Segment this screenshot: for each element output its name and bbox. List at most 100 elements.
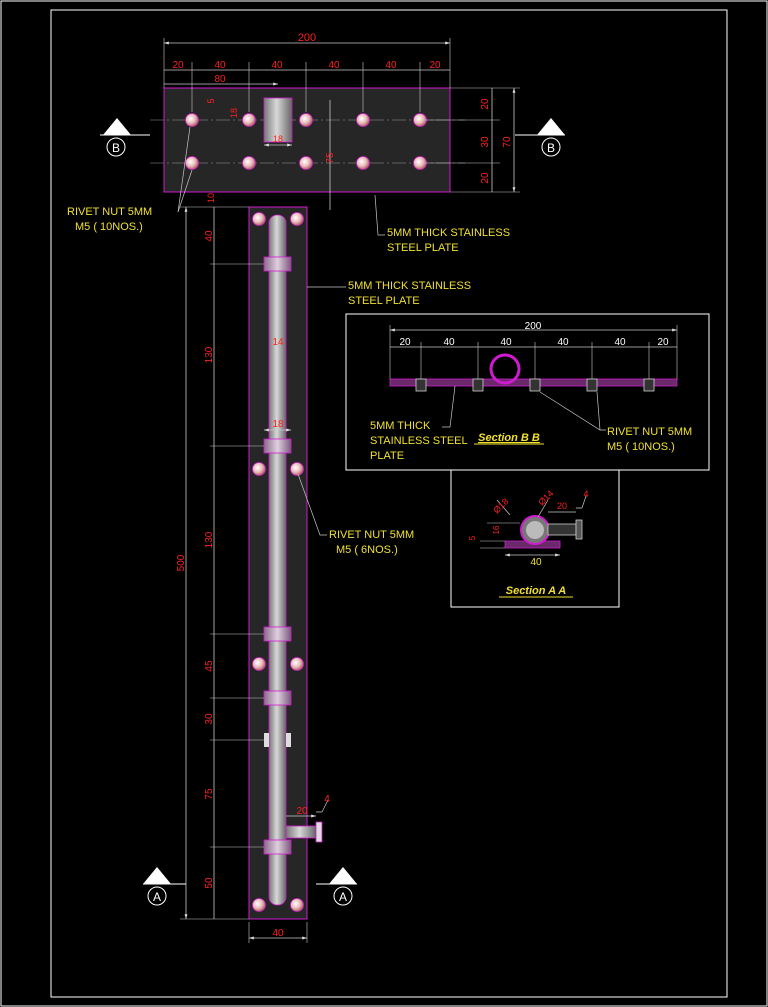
dim-20: 20 bbox=[480, 172, 491, 184]
rivet-label: M5 ( 10NOS.) bbox=[75, 221, 143, 233]
marker-label: B bbox=[547, 141, 555, 155]
rivet-nut-icon bbox=[356, 156, 370, 170]
dim-5: 5 bbox=[206, 98, 216, 103]
rivet-nut-icon bbox=[242, 156, 256, 170]
dim-40: 40 bbox=[271, 60, 283, 71]
rivet-nut-icon bbox=[290, 462, 304, 476]
rivet-nut-icon bbox=[290, 898, 304, 912]
dim-75: 75 bbox=[204, 788, 215, 800]
dim-16: 16 bbox=[492, 525, 501, 534]
dim-30: 30 bbox=[480, 136, 491, 148]
rivet-nut-icon bbox=[356, 113, 370, 127]
dim-40: 40 bbox=[500, 337, 512, 348]
rivet-nut-icon bbox=[586, 378, 598, 392]
dim-18-vertical: 18 bbox=[229, 108, 239, 118]
rivet-nut-icon bbox=[252, 212, 266, 226]
section-marker-b-right: B bbox=[515, 118, 565, 157]
bolt bbox=[547, 523, 577, 536]
plate-label: STAINLESS STEEL bbox=[370, 435, 468, 447]
section-a-a: Ø18 Ø14 20 4 16 5 40 Section A A bbox=[450, 469, 620, 608]
rod-collar bbox=[263, 839, 292, 855]
rod-assembly: 40 130 130 45 30 75 50 500 14 18 20 4 40… bbox=[143, 206, 471, 943]
rod-collar bbox=[263, 626, 292, 642]
dim-500: 500 bbox=[176, 554, 187, 571]
section-a-frame bbox=[450, 469, 620, 608]
inner-frame bbox=[50, 9, 728, 998]
rivet-nut-icon bbox=[529, 378, 541, 392]
rivet-nut-icon bbox=[242, 113, 256, 127]
dim-130: 130 bbox=[204, 346, 215, 363]
dim-4: 4 bbox=[583, 489, 588, 499]
rod-collar bbox=[263, 256, 292, 272]
dim-20: 20 bbox=[429, 60, 441, 71]
dim-45: 45 bbox=[204, 660, 215, 672]
rod-section bbox=[526, 521, 544, 539]
section-b-title: Section B B bbox=[478, 432, 540, 444]
rivet-nut-icon bbox=[643, 378, 655, 392]
dim-20: 20 bbox=[657, 337, 669, 348]
rivet-nut-icon bbox=[299, 156, 313, 170]
rivet-nut-icon bbox=[252, 898, 266, 912]
section-marker-b-left: B bbox=[100, 118, 150, 157]
marker-label: B bbox=[112, 141, 120, 155]
dim-40: 40 bbox=[385, 60, 397, 71]
dim-50: 50 bbox=[204, 877, 215, 889]
dim-40: 40 bbox=[272, 928, 284, 939]
rod-collar bbox=[263, 690, 292, 706]
rivet-nut-icon bbox=[290, 657, 304, 671]
dim-5: 5 bbox=[468, 535, 477, 540]
marker-label: A bbox=[153, 890, 161, 904]
dim-70: 70 bbox=[502, 136, 513, 148]
dim-40: 40 bbox=[443, 337, 455, 348]
section-b-b: 200 20 40 40 40 40 20 5MM THICK STAINLES… bbox=[345, 313, 710, 471]
section-a-title: Section A A bbox=[506, 585, 567, 597]
section-marker-a-left: A bbox=[143, 867, 186, 906]
dim-overall-width: 200 bbox=[298, 32, 316, 44]
dim-20: 20 bbox=[399, 337, 411, 348]
rivet-nut-icon bbox=[185, 156, 199, 170]
dim-20: 20 bbox=[172, 60, 184, 71]
rod-collar bbox=[263, 438, 292, 454]
rivet-nut-icon bbox=[472, 378, 484, 392]
top-plate bbox=[163, 87, 451, 193]
clip bbox=[264, 733, 269, 747]
rivet-label: M5 ( 10NOS.) bbox=[607, 441, 675, 453]
dim-200: 200 bbox=[525, 321, 542, 332]
plate-label: PLATE bbox=[370, 450, 404, 462]
handle-knob bbox=[315, 821, 323, 843]
dim-4: 4 bbox=[324, 794, 330, 805]
rivet-nut-icon bbox=[252, 462, 266, 476]
dim-18-horizontal: 18 bbox=[273, 134, 283, 144]
rivet-label: RIVET NUT 5MM bbox=[607, 426, 692, 438]
dim-20: 20 bbox=[296, 806, 308, 817]
plate-label: STEEL PLATE bbox=[348, 295, 420, 307]
dim-18: 18 bbox=[272, 419, 284, 430]
rivet-label: RIVET NUT 5MM bbox=[67, 206, 152, 218]
pipe-stub bbox=[263, 97, 293, 143]
rivet-nut-icon bbox=[290, 212, 304, 226]
dim-130: 130 bbox=[204, 531, 215, 548]
plate-label: STEEL PLATE bbox=[387, 242, 459, 254]
rivet-nut-icon bbox=[185, 113, 199, 127]
handle bbox=[285, 825, 317, 839]
dim-14: 14 bbox=[272, 337, 284, 348]
dim-40: 40 bbox=[614, 337, 626, 348]
rivet-nut-icon bbox=[415, 378, 427, 392]
rod bbox=[268, 214, 287, 906]
plate-label: 5MM THICK STAINLESS bbox=[348, 280, 471, 292]
dim-75: 75 bbox=[325, 152, 336, 164]
dim-40: 40 bbox=[204, 230, 215, 242]
dim-20: 20 bbox=[480, 98, 491, 110]
clip bbox=[286, 733, 291, 747]
dim-40: 40 bbox=[557, 337, 569, 348]
bolt-head bbox=[575, 519, 583, 540]
rivet-label: RIVET NUT 5MM bbox=[329, 529, 414, 541]
rivet-group bbox=[185, 113, 427, 170]
dim-10: 10 bbox=[206, 193, 216, 203]
dim-20: 20 bbox=[557, 501, 567, 511]
dim-40: 40 bbox=[214, 60, 226, 71]
plate-label: 5MM THICK bbox=[370, 420, 431, 432]
dim-80: 80 bbox=[214, 74, 226, 85]
